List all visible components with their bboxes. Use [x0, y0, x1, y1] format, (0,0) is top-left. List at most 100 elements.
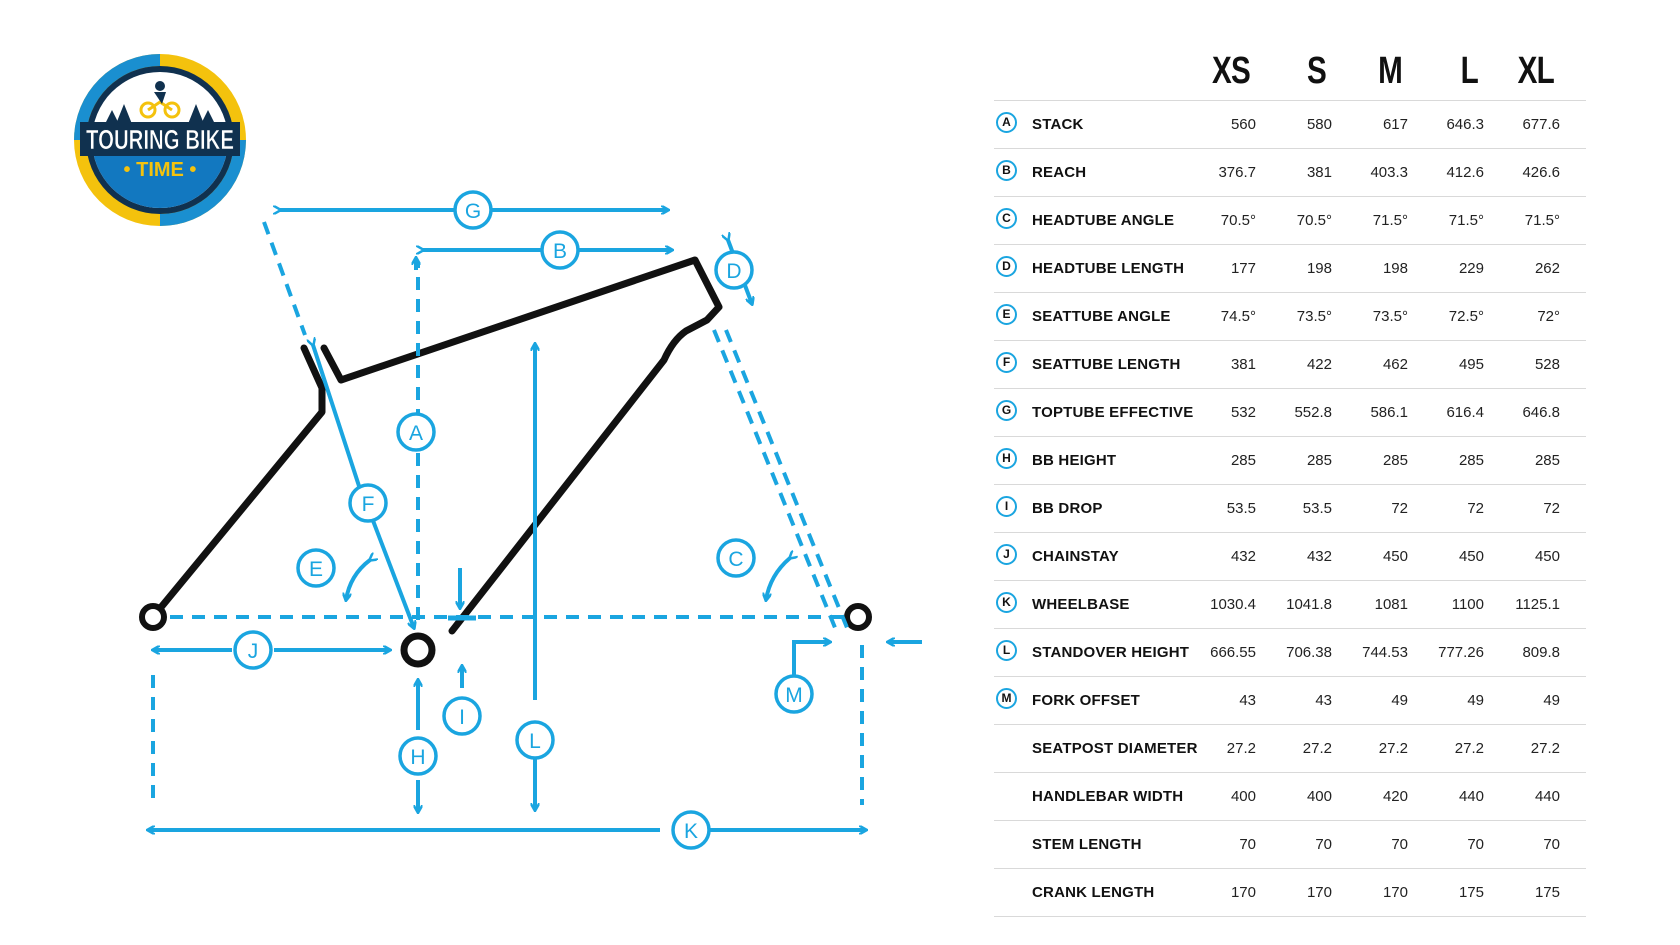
label-d: D: [714, 250, 754, 290]
label-j: J: [233, 630, 273, 670]
row-value: 528: [1534, 356, 1560, 373]
row-badge: F: [996, 352, 1017, 373]
size-header: L: [1460, 50, 1479, 92]
svg-text:K: K: [684, 820, 698, 843]
row-value: 175: [1534, 884, 1560, 901]
dimension-labels: G B D A F E C J I H L M K: [233, 190, 814, 850]
row-parameter-name: STANDOVER HEIGHT: [1032, 644, 1190, 661]
row-parameter-name: REACH: [1032, 164, 1087, 181]
row-parameter-name: CHAINSTAY: [1032, 548, 1119, 565]
size-header-row: XS S M L XL: [994, 50, 1586, 100]
cyclist-icon: [139, 81, 181, 119]
row-value: 677.6: [1522, 116, 1560, 133]
row-value: 170: [1306, 884, 1332, 901]
row-value: 1030.4: [1210, 596, 1256, 613]
row-value: 49: [1543, 692, 1560, 709]
row-value: 71.5°: [1448, 212, 1484, 229]
row-value: 617: [1382, 116, 1408, 133]
row-value: 420: [1382, 788, 1408, 805]
row-value: 462: [1382, 356, 1408, 373]
row-value: 706.38: [1286, 644, 1332, 661]
row-value: 450: [1534, 548, 1560, 565]
row-value: 381: [1306, 164, 1332, 181]
row-badge: B: [996, 160, 1017, 181]
row-value: 646.8: [1522, 404, 1560, 421]
row-value: 666.55: [1210, 644, 1256, 661]
svg-text:C: C: [728, 548, 743, 571]
row-value: 616.4: [1446, 404, 1484, 421]
row-value: 72: [1391, 500, 1408, 517]
row-value: 175: [1458, 884, 1484, 901]
row-parameter-name: STEM LENGTH: [1032, 836, 1142, 853]
row-value: 440: [1458, 788, 1484, 805]
row-value: 381: [1230, 356, 1256, 373]
row-badge: A: [996, 112, 1017, 133]
row-badge: M: [996, 688, 1017, 709]
row-value: 49: [1391, 692, 1408, 709]
row-parameter-name: SEATPOST DIAMETER: [1032, 740, 1198, 757]
bottom-bracket: [400, 632, 436, 668]
row-value: 262: [1534, 260, 1560, 277]
row-parameter-name: BB DROP: [1032, 500, 1103, 517]
row-value: 1081: [1374, 596, 1408, 613]
svg-text:I: I: [459, 706, 465, 729]
row-value: 43: [1239, 692, 1256, 709]
size-header: S: [1306, 50, 1327, 92]
label-k: K: [671, 810, 711, 850]
table-row: HANDLEBAR WIDTH 400 400 420 440 440: [994, 773, 1586, 821]
logo-line2: • TIME •: [124, 159, 197, 181]
row-value: 376.7: [1218, 164, 1256, 181]
label-c-left: C: [716, 538, 756, 578]
row-value: 440: [1534, 788, 1560, 805]
row-badge: K: [996, 592, 1017, 613]
size-header: XL: [1517, 50, 1555, 92]
row-value: 1100: [1451, 596, 1484, 613]
row-badge: H: [996, 448, 1017, 469]
size-header: XS: [1212, 50, 1251, 92]
row-value: 27.2: [1226, 740, 1256, 757]
svg-text:E: E: [309, 558, 323, 581]
label-m: M: [774, 674, 814, 714]
rear-axle: [139, 603, 167, 631]
row-value: 70: [1467, 836, 1484, 853]
row-value: 27.2: [1454, 740, 1484, 757]
row-parameter-name: FORK OFFSET: [1032, 692, 1141, 709]
row-value: 400: [1230, 788, 1256, 805]
svg-text:B: B: [553, 240, 567, 263]
row-value: 809.8: [1522, 644, 1560, 661]
row-value: 400: [1306, 788, 1332, 805]
row-value: 27.2: [1302, 740, 1332, 757]
row-value: 285: [1382, 452, 1408, 469]
row-value: 495: [1458, 356, 1484, 373]
row-parameter-name: HANDLEBAR WIDTH: [1032, 788, 1184, 805]
row-value: 27.2: [1378, 740, 1408, 757]
row-value: 552.8: [1294, 404, 1332, 421]
row-value: 198: [1306, 260, 1332, 277]
row-value: 70.5°: [1220, 212, 1256, 229]
row-value: 198: [1382, 260, 1408, 277]
svg-text:J: J: [248, 640, 259, 663]
row-badge: J: [996, 544, 1017, 565]
svg-text:A: A: [409, 422, 423, 445]
row-value: 71.5°: [1524, 212, 1560, 229]
label-a: A: [396, 412, 436, 452]
row-value: 70: [1315, 836, 1332, 853]
row-value: 646.3: [1446, 116, 1484, 133]
row-value: 74.5°: [1220, 308, 1256, 325]
row-value: 70.5°: [1296, 212, 1332, 229]
row-value: 70: [1239, 836, 1256, 853]
row-parameter-name: TOPTUBE EFFECTIVE: [1032, 404, 1194, 421]
row-parameter-name: SEATTUBE ANGLE: [1032, 308, 1171, 325]
svg-text:D: D: [726, 260, 741, 283]
row-badge: G: [996, 400, 1017, 421]
